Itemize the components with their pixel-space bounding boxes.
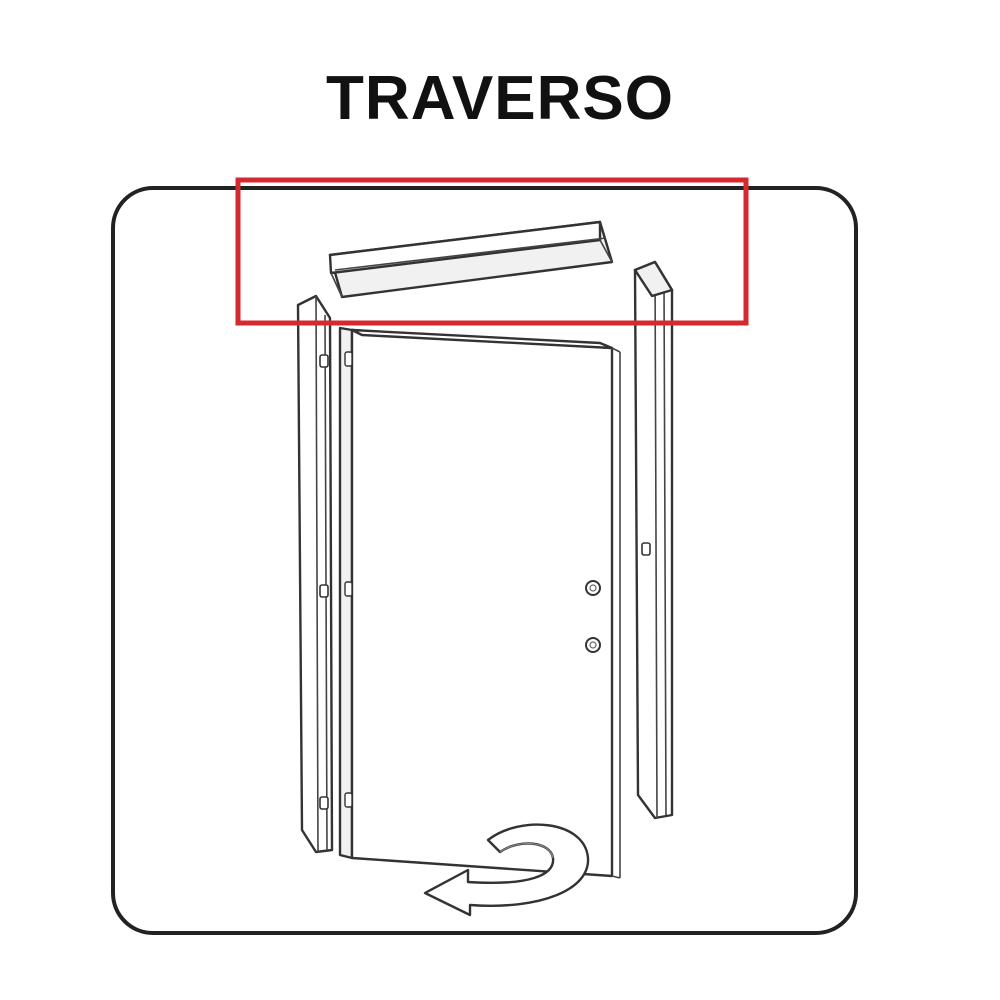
traverso-highlight-box: [235, 177, 749, 326]
handle-hole-icon: [585, 580, 601, 596]
door-leaf: [338, 326, 621, 879]
traverso-crosspiece: [328, 220, 614, 299]
right-jamb: [633, 260, 674, 820]
rotate-arrow-icon: [423, 823, 590, 917]
left-jamb: [296, 294, 334, 854]
outer-frame: [111, 186, 858, 935]
title-traverso: TRAVERSO: [326, 64, 674, 133]
lock-hole-icon: [585, 637, 601, 653]
